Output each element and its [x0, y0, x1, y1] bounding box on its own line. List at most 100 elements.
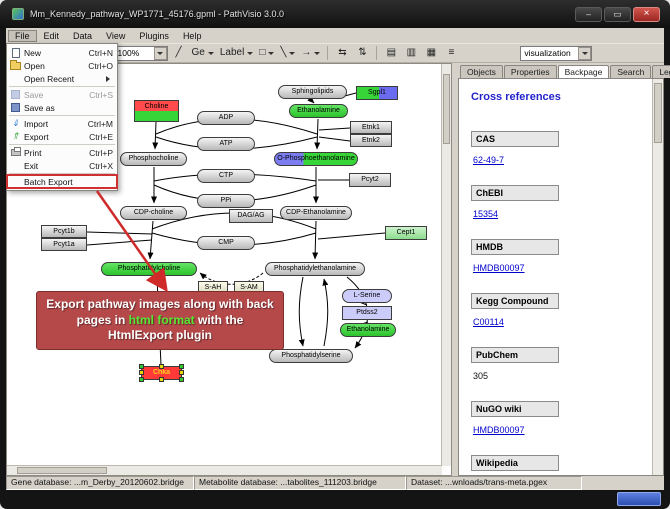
- menu-item-batch-export[interactable]: Batch Export: [6, 174, 118, 189]
- pathway-node-cdp-ethanolamine[interactable]: CDP-Ethanolamine: [280, 206, 352, 220]
- pathway-node-chka-selected[interactable]: Chka: [139, 364, 184, 382]
- pathway-node-phosphocholine[interactable]: Phosphocholine: [120, 152, 187, 166]
- menu-item-new[interactable]: New Ctrl+N: [7, 46, 117, 59]
- swap-horizontal-button[interactable]: ⇆: [338, 47, 347, 58]
- pathway-node-dag[interactable]: DAG/AG: [229, 209, 273, 223]
- arrow-dropdown-button[interactable]: →: [299, 45, 322, 61]
- selection-handle[interactable]: [179, 370, 184, 375]
- menu-file[interactable]: File: [8, 29, 37, 42]
- swap-vertical-button[interactable]: ⇅: [358, 47, 367, 58]
- pathway-edge[interactable]: [314, 118, 321, 150]
- menu-item-save[interactable]: Save Ctrl+S: [7, 88, 117, 101]
- pathway-node-etnk1[interactable]: Etnk1: [350, 121, 392, 134]
- selection-handle[interactable]: [139, 370, 144, 375]
- pathway-node-ptdss2[interactable]: Ptdss2: [342, 306, 392, 320]
- pathway-node-etnk2[interactable]: Etnk2: [350, 134, 392, 147]
- line-dropdown-button[interactable]: ╲: [278, 45, 297, 61]
- backpage-scrollbar[interactable]: [652, 79, 663, 475]
- pathway-node-choline[interactable]: Choline: [134, 100, 179, 122]
- selection-handle[interactable]: [158, 364, 164, 369]
- tab-properties[interactable]: Properties: [503, 65, 557, 78]
- selection-handle[interactable]: [179, 364, 184, 369]
- pathway-edge[interactable]: [298, 276, 305, 347]
- pathway-edge[interactable]: [318, 127, 351, 131]
- selection-handle[interactable]: [139, 377, 144, 382]
- align-rows-button[interactable]: ▤: [386, 47, 397, 58]
- pathway-node-phosphatidylethanolamine[interactable]: Phosphatidylethanolamine: [265, 262, 365, 276]
- tab-search[interactable]: Search: [610, 65, 652, 78]
- pathway-edge[interactable]: [86, 231, 153, 235]
- visualization-dropdown-arrow-icon[interactable]: [578, 46, 592, 60]
- menu-plugins[interactable]: Plugins: [139, 30, 169, 41]
- menu-item-export[interactable]: Export Ctrl+E: [7, 130, 117, 143]
- pathway-edge[interactable]: [318, 136, 351, 142]
- pathway-node-phosphatidylcholine[interactable]: Phosphatidylcholine: [101, 262, 197, 276]
- pathway-node-ppi[interactable]: PPi: [197, 194, 255, 208]
- menu-item-exit[interactable]: Exit Ctrl+X: [24, 160, 113, 171]
- pathway-edge[interactable]: [307, 96, 315, 104]
- zoom-dropdown-arrow-icon[interactable]: [153, 46, 167, 60]
- pathway-edge[interactable]: [86, 239, 153, 246]
- pathway-node-sgpl1[interactable]: Sgpl1: [356, 86, 398, 100]
- pathway-node-sphingolipids[interactable]: Sphingolipids: [278, 85, 347, 99]
- kegg-link[interactable]: C00114: [473, 317, 504, 327]
- menu-item-print[interactable]: Print Ctrl+P: [7, 146, 117, 159]
- menu-data[interactable]: Data: [73, 30, 93, 41]
- pathway-node-l-serine[interactable]: L-Serine: [342, 289, 392, 303]
- selection-handle[interactable]: [158, 377, 164, 382]
- pathway-node-phosphatidylserine[interactable]: Phosphatidylserine: [269, 349, 353, 363]
- hmdb-link[interactable]: HMDB00097: [473, 263, 525, 273]
- cas-link[interactable]: 62-49-7: [473, 155, 505, 165]
- align-columns-button[interactable]: ▥: [406, 47, 417, 58]
- scrollbar-thumb[interactable]: [654, 83, 662, 143]
- stack-button[interactable]: ≡: [448, 47, 455, 58]
- tab-backpage[interactable]: Backpage: [557, 65, 610, 78]
- scrollbar-thumb[interactable]: [17, 467, 107, 474]
- pathway-edge[interactable]: [317, 232, 386, 240]
- chebi-link[interactable]: 15354: [473, 209, 499, 219]
- close-button[interactable]: ×: [633, 6, 660, 22]
- canvas-horizontal-scrollbar[interactable]: [7, 465, 442, 475]
- minimize-button[interactable]: –: [575, 6, 602, 22]
- maximize-button[interactable]: ▭: [604, 6, 631, 22]
- pathway-node-atp[interactable]: ATP: [197, 137, 255, 151]
- menu-item-import[interactable]: Import Ctrl+M: [7, 117, 117, 130]
- panel-splitter[interactable]: [452, 63, 458, 476]
- visualization-combobox[interactable]: visualization: [520, 45, 593, 61]
- pathway-node-ethanolamine-2[interactable]: Ethanolamine: [340, 323, 396, 337]
- pathway-node-pcyt1b[interactable]: Pcyt1b: [41, 225, 87, 238]
- menu-help[interactable]: Help: [182, 30, 202, 41]
- selection-handle[interactable]: [179, 377, 184, 382]
- shape-dropdown-button[interactable]: □: [257, 45, 276, 61]
- tab-legend[interactable]: Legend: [652, 65, 670, 78]
- nugo-link[interactable]: HMDB00097: [473, 425, 525, 435]
- canvas-vertical-scrollbar[interactable]: [441, 64, 451, 466]
- label-dropdown-button[interactable]: Label: [218, 45, 255, 61]
- pathway-node-cdp-choline[interactable]: CDP-choline: [120, 206, 187, 220]
- pathway-node-cmp[interactable]: CMP: [197, 236, 255, 250]
- pathway-edge[interactable]: [152, 121, 159, 150]
- pathway-dashed-edge[interactable]: [199, 272, 264, 285]
- pathway-node-o-phosphoethanolamine[interactable]: O-Phosphoethanolamine: [274, 152, 358, 166]
- selection-handle[interactable]: [139, 364, 144, 369]
- zoom-combobox[interactable]: 100%: [113, 45, 168, 61]
- pathway-edge[interactable]: [322, 278, 329, 347]
- edit-pencil-button[interactable]: ╱: [175, 47, 182, 58]
- pathway-node-adp[interactable]: ADP: [197, 111, 255, 125]
- menu-edit[interactable]: Edit: [43, 30, 60, 41]
- title-bar[interactable]: Mm_Kennedy_pathway_WP1771_45176.gpml - P…: [0, 0, 670, 28]
- pathway-node-ctp[interactable]: CTP: [197, 169, 255, 183]
- align-grid-button[interactable]: ▦: [426, 47, 437, 58]
- menu-item-open[interactable]: Open Ctrl+O: [7, 59, 117, 72]
- datanode-dropdown-button[interactable]: Ge: [190, 45, 216, 61]
- menu-item-open-recent[interactable]: Open Recent: [7, 72, 117, 85]
- menu-view[interactable]: View: [106, 30, 126, 41]
- pathway-node-pcyt1a[interactable]: Pcyt1a: [41, 238, 87, 251]
- tab-objects[interactable]: Objects: [460, 65, 503, 78]
- pathway-edge[interactable]: [312, 220, 319, 260]
- pathway-node-cept1[interactable]: Cept1: [385, 226, 427, 240]
- menu-item-save-as[interactable]: Save as: [7, 101, 117, 114]
- pathway-node-ethanolamine[interactable]: Ethanolamine: [289, 104, 348, 118]
- pathway-node-pcyt2[interactable]: Pcyt2: [349, 173, 391, 187]
- scrollbar-thumb[interactable]: [443, 74, 450, 144]
